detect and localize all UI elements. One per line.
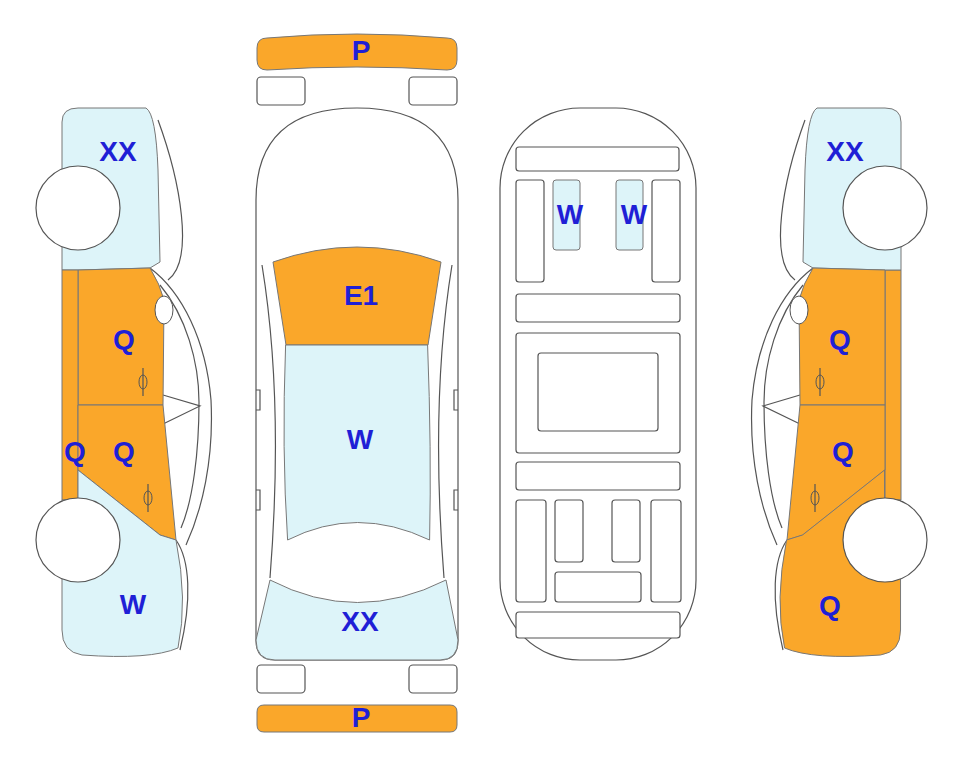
right-details [790, 166, 927, 582]
underbody-outline [500, 108, 696, 660]
side-window [439, 265, 452, 578]
underbody-part [538, 353, 658, 431]
panel-fill [284, 345, 430, 540]
damage-code: W [621, 201, 647, 229]
hood-line [780, 120, 805, 280]
hood-line [158, 120, 183, 280]
damage-code: W [557, 201, 583, 229]
wheel [843, 498, 927, 582]
underside-view [500, 108, 696, 660]
taillight [257, 665, 305, 693]
door-handle [815, 368, 820, 512]
damage-code: XX [826, 138, 863, 166]
side-window [262, 265, 275, 578]
underbody-part [516, 147, 679, 171]
panel-group [273, 247, 441, 345]
damage-code: P [352, 704, 371, 732]
underbody-panel: W [616, 180, 643, 250]
front-door: Q [799, 268, 885, 405]
rocker-panel: Q [62, 270, 78, 500]
panel-fill [799, 268, 885, 405]
taillight [409, 665, 457, 693]
rear-bumper: P [257, 705, 457, 732]
underbody-part [652, 180, 680, 282]
underbody-part [516, 612, 680, 638]
body-outline [256, 108, 458, 660]
headlight [409, 77, 457, 105]
hood-panel: E1 [273, 247, 441, 345]
underbody-panel: W [553, 180, 580, 250]
damage-code: XX [99, 138, 136, 166]
underbody-part [555, 572, 641, 602]
door-handle [139, 375, 147, 389]
damage-code: Q [113, 326, 135, 354]
door-handle [144, 491, 152, 505]
wheel [843, 166, 927, 250]
damage-code: Q [819, 592, 841, 620]
pillar-line [763, 395, 800, 424]
panel-fill [78, 268, 164, 405]
underbody-part [612, 500, 640, 562]
damage-code: Q [832, 438, 854, 466]
underbody-part [516, 500, 546, 602]
pillar-line [163, 395, 200, 424]
underbody-part [516, 294, 680, 322]
damage-code: P [352, 37, 371, 65]
damage-code: E1 [344, 282, 378, 310]
damage-code: W [347, 426, 373, 454]
underbody-part [555, 500, 583, 562]
door-handle [143, 368, 148, 512]
underbody-part [516, 180, 544, 282]
wheel [36, 498, 120, 582]
mirror [155, 296, 173, 324]
mirror [790, 296, 808, 324]
damage-code: W [120, 591, 146, 619]
panel-group [257, 34, 457, 70]
panel-group [284, 345, 430, 540]
top-view [256, 77, 458, 693]
wheel [36, 166, 120, 250]
door-handle [811, 491, 819, 505]
underbody-part [516, 462, 680, 490]
underbody-part [516, 333, 680, 453]
damage-code: XX [341, 608, 378, 636]
trunk-panel: XX [256, 580, 458, 660]
damage-code: Q [113, 438, 135, 466]
panel-group [257, 705, 457, 732]
panel-group [256, 580, 458, 660]
damage-code: Q [829, 326, 851, 354]
panel-fill [273, 247, 441, 345]
panel-fill [257, 34, 457, 70]
rocker-panel [885, 270, 901, 500]
front-bumper: P [257, 34, 457, 70]
damage-code: Q [64, 438, 86, 466]
headlight [257, 77, 305, 105]
door-handle [816, 375, 824, 389]
front-door: Q [78, 268, 164, 405]
panel-fill [257, 705, 457, 732]
left-details [36, 166, 173, 582]
roof-panel: W [284, 345, 430, 540]
panel-group [78, 268, 164, 405]
panel-fill [256, 580, 458, 660]
panel-group [799, 268, 885, 405]
underbody-part [651, 500, 681, 602]
